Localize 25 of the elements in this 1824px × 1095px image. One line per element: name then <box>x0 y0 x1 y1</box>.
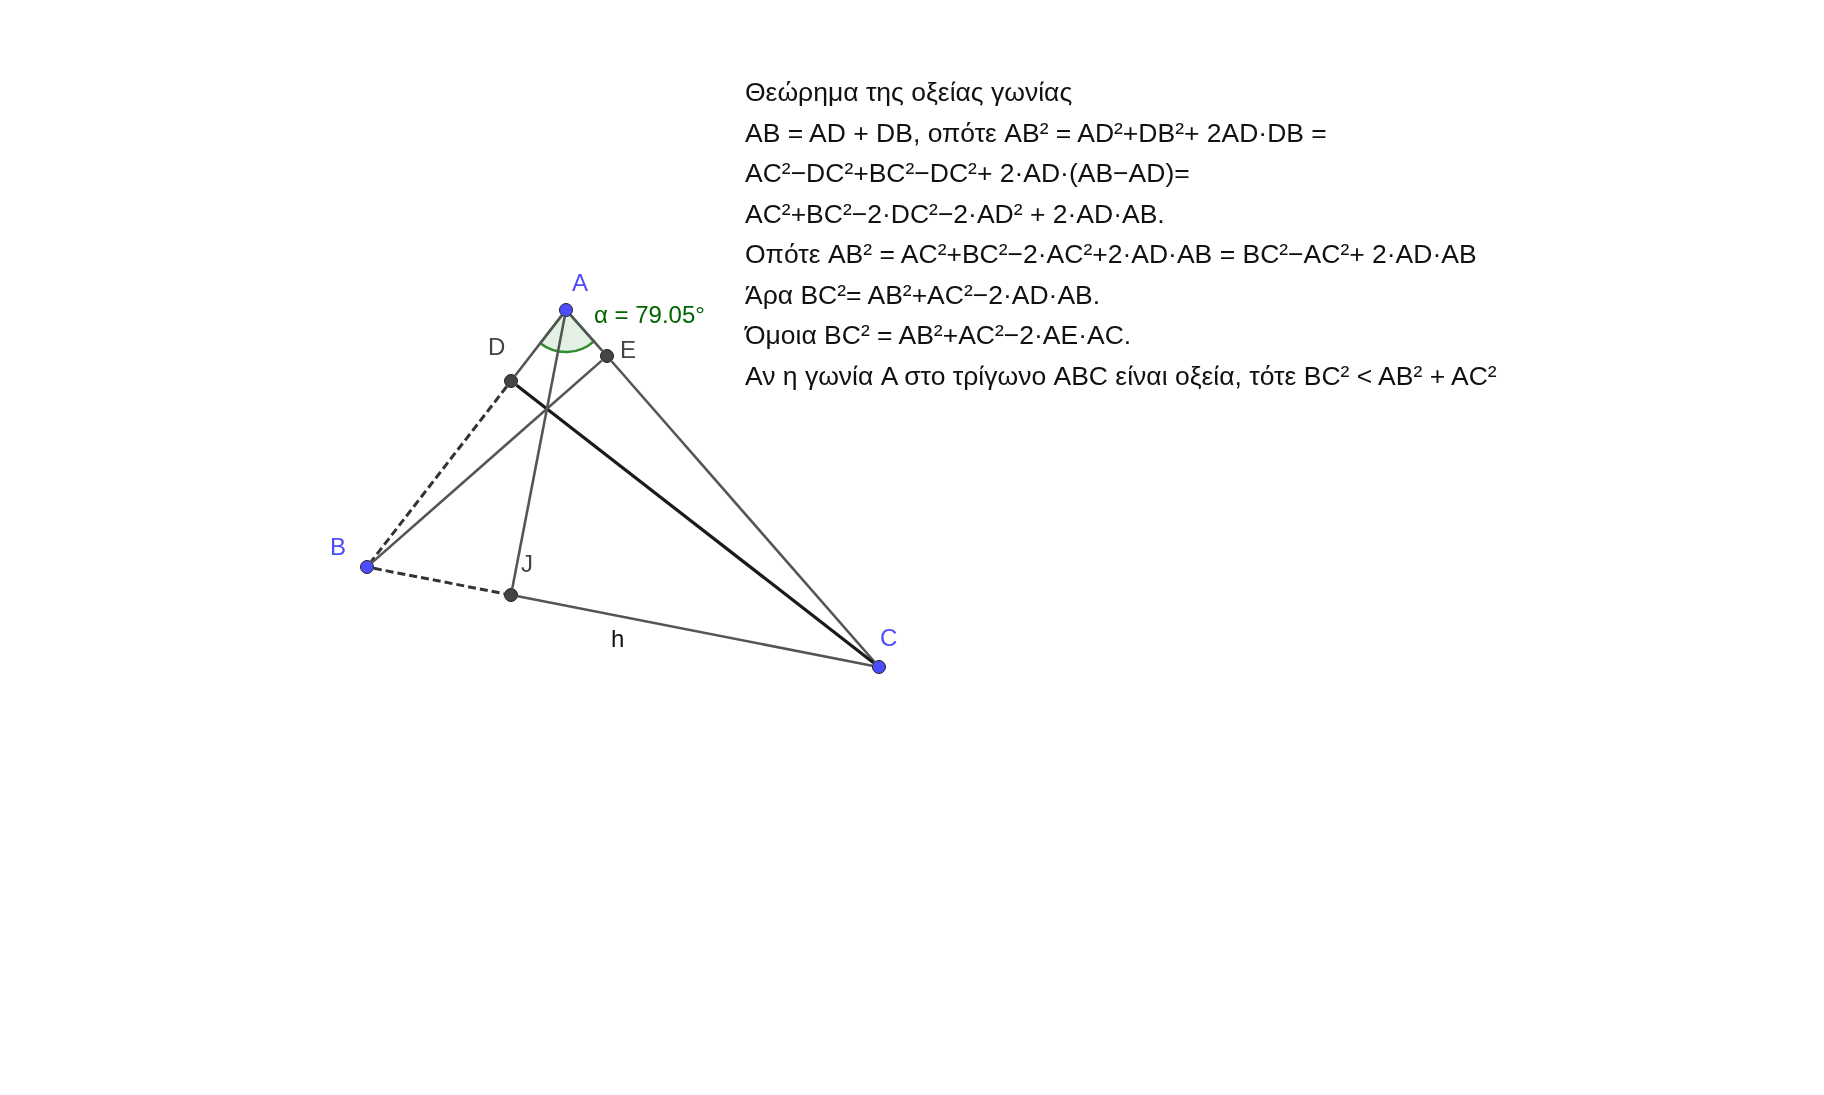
proof-text-line: Θεώρημα της οξείας γωνίας <box>745 79 1073 106</box>
point-label: B <box>330 535 346 559</box>
proof-text-line: AC²−DC²+BC²−DC²+ 2·AD·(AB−AD)= <box>745 160 1190 187</box>
line-segment <box>511 316 566 589</box>
proof-text-line: Άρα BC²= AB²+AC²−2·AD·AB. <box>745 281 1101 308</box>
proof-text-line: AB = AD + DB, οπότε AB² = AD²+DB²+ 2AD·DB = <box>745 119 1327 146</box>
proof-text-line: AC²+BC²−2·DC²−2·AD² + 2·AD·AB. <box>745 200 1165 227</box>
segment-label: h <box>611 627 625 651</box>
line-segment <box>514 314 563 377</box>
point-label: D <box>488 335 506 359</box>
point-label: A <box>572 271 588 295</box>
point-label: J <box>521 552 533 576</box>
proof-text-line: Οπότε AB² = AC²+BC²−2·AC²+2·AD·AB = BC²−AC²+ 2·AD·AB <box>745 241 1477 268</box>
line-segment <box>517 595 873 667</box>
line-segment <box>515 384 875 664</box>
proof-text-line: Αν η γωνία A στο τρίγωνο ABC είναι οξεία, τότε BC² < AB² + AC² <box>745 362 1497 389</box>
line-segment <box>370 385 508 563</box>
angle-label: α = 79.05° <box>594 303 705 327</box>
proof-text-line: Όμοια BC² = AB²+AC²−2·AE·AC. <box>745 322 1132 349</box>
line-segment <box>371 359 603 564</box>
point-label: C <box>880 626 898 650</box>
line-segment <box>373 566 505 596</box>
point-label: E <box>620 338 636 362</box>
line-segment <box>569 314 604 352</box>
line-segment <box>610 360 876 663</box>
